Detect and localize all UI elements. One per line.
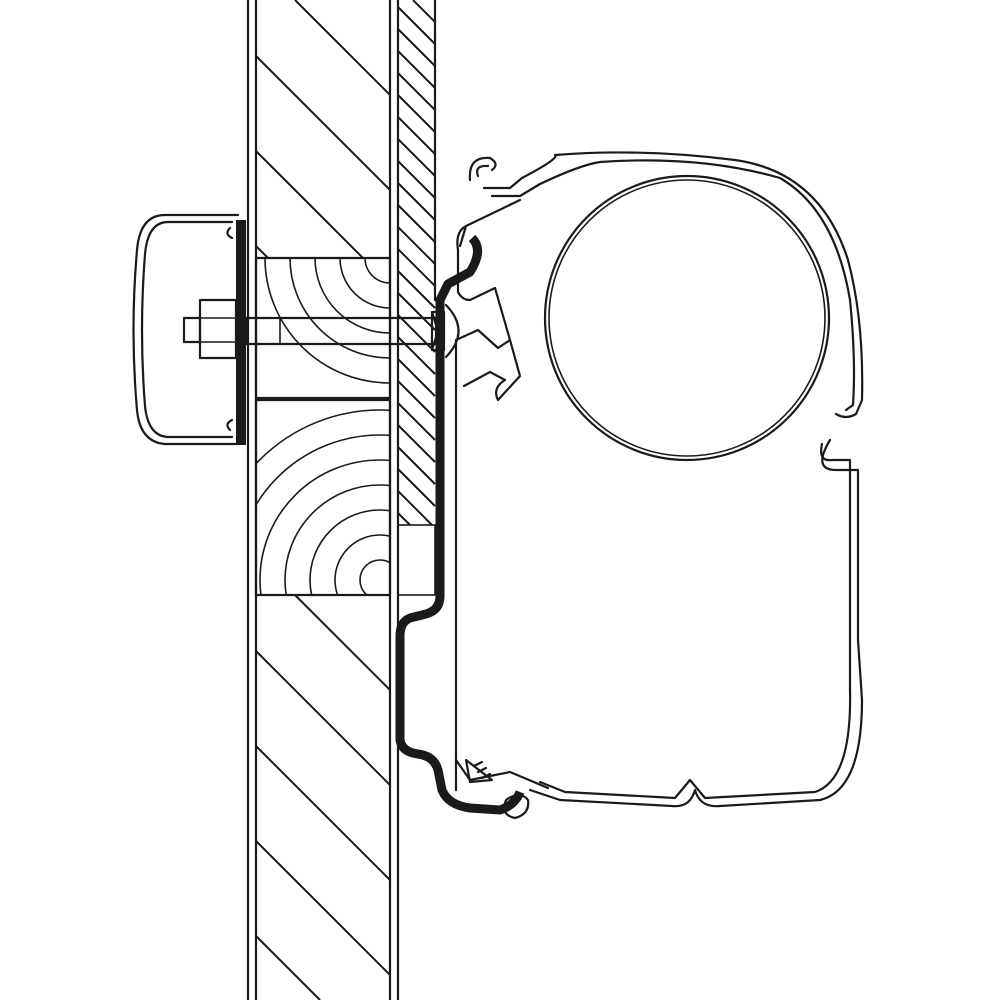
hatch-line xyxy=(397,94,436,133)
hatch-line xyxy=(397,336,436,375)
hatch-line xyxy=(397,182,436,221)
hatch-line xyxy=(294,0,391,96)
hatch-line xyxy=(397,160,436,199)
growth-ring xyxy=(359,559,390,595)
outer-hatch-bottom xyxy=(255,594,391,1000)
growth-ring xyxy=(334,534,390,595)
growth-rings xyxy=(256,258,390,595)
wall-inner-panel xyxy=(396,0,437,1000)
hatch-line xyxy=(397,226,436,265)
hatch-line xyxy=(397,402,436,441)
hatch-line xyxy=(255,745,391,881)
hatch-line xyxy=(397,270,436,309)
hatch-line xyxy=(397,314,436,353)
growth-ring xyxy=(259,459,390,595)
hatch-line xyxy=(255,935,321,1000)
bolt xyxy=(182,298,460,360)
roller-tube-inner xyxy=(548,179,826,457)
hatch-line xyxy=(397,138,436,177)
hatch-line xyxy=(397,358,436,397)
hatch-line xyxy=(397,468,436,507)
hatch-line xyxy=(397,292,436,331)
hatch-line xyxy=(255,840,391,976)
hatch-line xyxy=(412,0,436,23)
screw xyxy=(464,758,530,820)
growth-ring xyxy=(309,509,390,595)
counter-plate xyxy=(132,213,246,446)
hatch-line xyxy=(397,512,411,526)
wall-outer-panel xyxy=(246,0,392,1000)
hatch-line xyxy=(397,6,436,45)
growth-ring xyxy=(284,484,390,595)
outer-hatch-top xyxy=(255,0,391,259)
hatch-line xyxy=(397,424,436,463)
growth-ring xyxy=(256,409,390,465)
hatch-line xyxy=(294,594,391,691)
awning-housing xyxy=(454,151,864,808)
hatch-line xyxy=(397,446,436,485)
hatch-line xyxy=(255,650,391,786)
growth-ring xyxy=(256,434,390,507)
hatch-line xyxy=(397,248,436,287)
hatch-line xyxy=(255,245,269,259)
wood-block xyxy=(254,256,392,597)
hatch-line xyxy=(397,72,436,111)
hatch-line xyxy=(397,490,433,526)
hatch-line xyxy=(255,55,391,191)
hatch-line xyxy=(255,150,364,259)
hatch-line xyxy=(397,28,436,67)
inner-hatch xyxy=(397,0,436,526)
hatch-line xyxy=(397,380,436,419)
hatch-line xyxy=(397,116,436,155)
hatch-line xyxy=(397,50,436,89)
hatch-line xyxy=(397,204,436,243)
mounting-bracket xyxy=(395,234,525,815)
roller-tube xyxy=(543,174,831,462)
